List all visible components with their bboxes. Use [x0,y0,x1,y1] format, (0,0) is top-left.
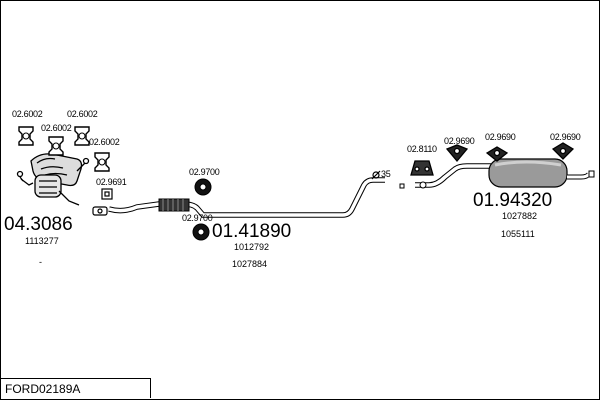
hardware-label: 02.6002 [67,109,98,119]
connector-icon [399,183,405,189]
hardware-label: 02.9700 [189,167,220,177]
front-part-note: - [39,257,42,267]
hardware-label: 02.9690 [550,132,581,142]
rear-pipe [415,163,491,189]
rear-silencer-icon [488,158,595,188]
rear-part-number: 01.94320 [473,190,553,211]
gasket-icon [18,126,110,172]
rubber-mount-icon [192,178,212,241]
front-part-number: 04.3086 [4,214,73,235]
hardware-label: 02.6002 [41,123,72,133]
hardware-label: 02.9690 [444,136,475,146]
clamp-icon [92,206,108,216]
hardware-label: 02.9700 [182,213,213,223]
middle-pipe [108,177,385,218]
diagram-code: FORD02189A [5,382,81,396]
diameter-label: 35 [381,169,391,179]
front-part-ref: 1113277 [25,236,59,246]
hardware-label: 02.9691 [96,177,127,187]
hardware-label: 02.8110 [407,144,437,154]
hardware-label: 02.6002 [12,109,43,119]
hanger-icon [410,142,575,176]
hardware-label: 02.9690 [485,132,516,142]
middle-part-ref: 1012792 [234,242,270,252]
middle-part-ref: 1027884 [232,259,268,269]
diagram-code-box: FORD02189A [1,378,151,398]
middle-part-number: 01.41890 [212,221,292,242]
rear-part-ref: 1055111 [501,229,535,239]
exhaust-drawing [16,126,595,241]
front-manifold-icon [16,153,90,206]
diameter-icon [371,170,381,180]
rear-part-ref: 1027882 [502,211,538,221]
flange-icon [101,188,113,200]
hardware-label: 02.6002 [89,137,120,147]
